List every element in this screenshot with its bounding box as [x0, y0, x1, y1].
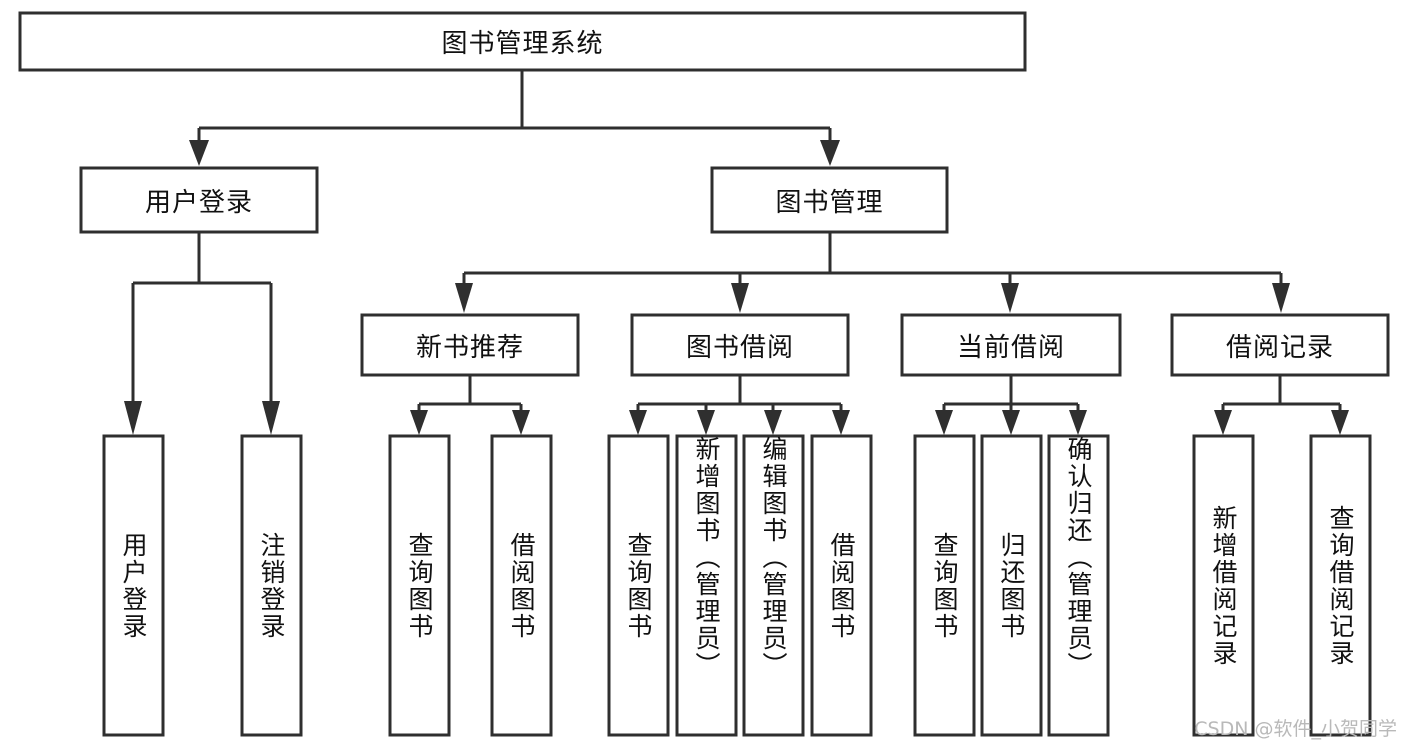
edge-group-book-borrow-to-leaves [629, 375, 850, 435]
node-book-borrow[interactable] [630, 313, 850, 377]
edge-group-new-book-recommend-to-leaves [410, 375, 530, 435]
node-leaf-confirm-return[interactable] [1047, 434, 1110, 737]
arrow-head-book-management [820, 140, 840, 166]
edge-group-current-borrow-to-leaves [935, 375, 1087, 435]
arrow-head-leaf-confirm-return [1069, 410, 1087, 435]
edge-group-root-to-level2 [189, 70, 840, 166]
arrow-head-leaf-add-book [697, 410, 715, 435]
arrow-head-leaf-query-book-3 [935, 410, 953, 435]
node-current-borrow[interactable] [900, 313, 1122, 377]
edge-group-book-management-to-level3 [455, 232, 1290, 313]
node-leaf-query-book-3[interactable] [913, 434, 976, 737]
node-leaf-user-login[interactable] [102, 434, 165, 737]
arrow-head-user-login [189, 140, 209, 166]
node-book-management[interactable] [710, 166, 949, 234]
arrow-head-leaf-query-record [1331, 410, 1349, 435]
node-leaf-borrow-book-1[interactable] [490, 434, 553, 737]
node-borrow-record[interactable] [1170, 313, 1390, 377]
arrow-head-leaf-return-book [1002, 410, 1020, 435]
node-leaf-user-logout[interactable] [240, 434, 303, 737]
arrow-head-leaf-edit-book [764, 410, 782, 435]
arrow-head-book-borrow [731, 283, 749, 313]
node-leaf-query-book-1[interactable] [388, 434, 451, 737]
node-root[interactable] [18, 11, 1027, 72]
node-leaf-return-book[interactable] [980, 434, 1043, 737]
edge-group-borrow-record-to-leaves [1214, 375, 1349, 435]
edge-group-user-login-to-leaves [124, 232, 280, 435]
arrow-head-current-borrow [1001, 283, 1019, 313]
node-leaf-add-record[interactable] [1192, 434, 1255, 737]
arrow-head-borrow-record [1272, 283, 1290, 313]
node-leaf-query-record[interactable] [1309, 434, 1372, 737]
arrow-head-leaf-query-book-2 [629, 410, 647, 435]
arrow-head-new-book-recommend [455, 283, 473, 313]
arrow-head-leaf-query-book-1 [410, 410, 428, 435]
arrow-head-leaf-borrow-book-1 [512, 410, 530, 435]
arrow-head-leaf-user-logout [262, 401, 280, 435]
node-leaf-query-book-2[interactable] [607, 434, 670, 737]
node-new-book-recommend[interactable] [360, 313, 580, 377]
arrow-head-leaf-user-login [124, 401, 142, 435]
arrow-head-leaf-borrow-book-2 [832, 410, 850, 435]
arrow-head-leaf-add-record [1214, 410, 1232, 435]
node-leaf-add-book[interactable] [675, 434, 738, 737]
node-leaf-edit-book[interactable] [742, 434, 805, 737]
node-leaf-borrow-book-2[interactable] [810, 434, 873, 737]
node-user-login[interactable] [79, 166, 319, 234]
